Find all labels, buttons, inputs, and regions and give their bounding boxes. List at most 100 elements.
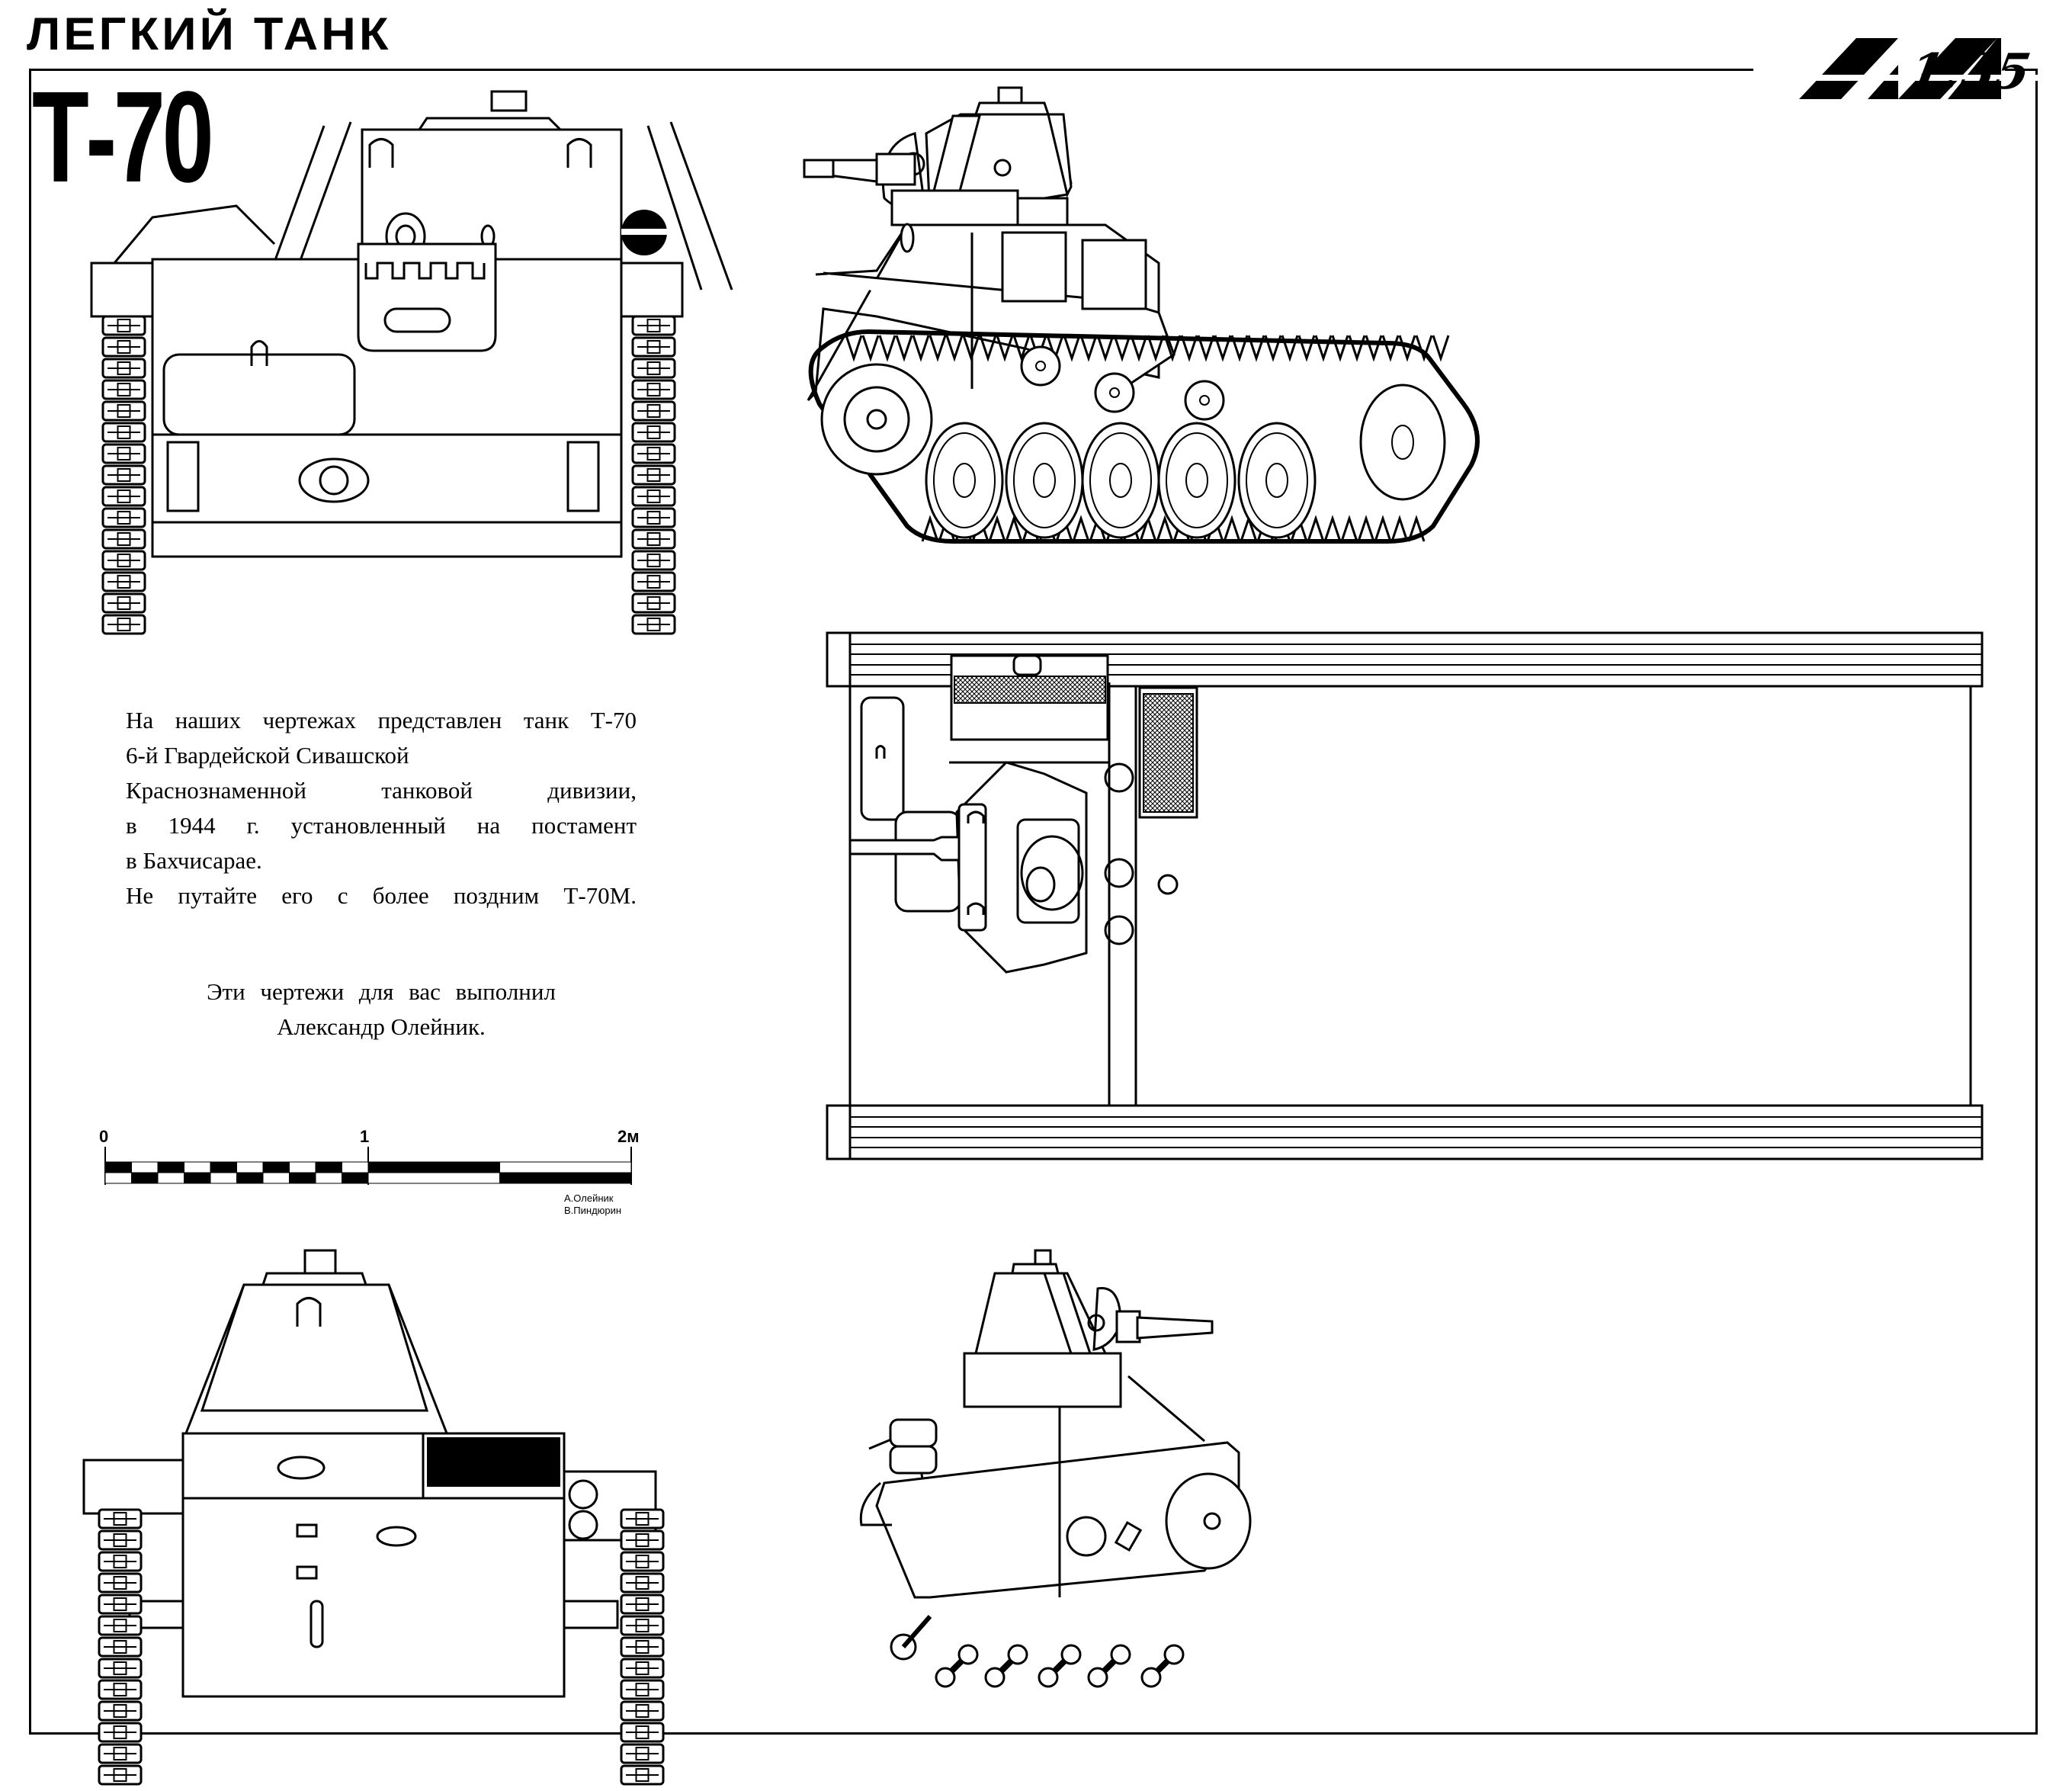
track-tooth xyxy=(1331,335,1349,362)
sprocket-hub xyxy=(866,409,887,430)
idler-wheel xyxy=(1359,384,1446,501)
road-wheel xyxy=(1157,422,1236,539)
track-tooth xyxy=(1012,335,1031,362)
rear-exhaust-right xyxy=(563,1600,619,1629)
rside-sprocket-hub xyxy=(1203,1512,1221,1530)
rside-drive-sprocket-housing xyxy=(1165,1472,1252,1570)
road-wheel xyxy=(1237,422,1317,539)
rear-lower-plate xyxy=(181,1497,566,1698)
hull-inspection-port xyxy=(1104,915,1134,945)
publisher-logo-icon xyxy=(1784,38,2043,99)
road-wheel xyxy=(925,422,1004,539)
commander-hatch xyxy=(1020,835,1084,911)
track-tooth xyxy=(1005,515,1023,542)
return-roller xyxy=(1184,380,1225,421)
track-tooth xyxy=(1297,335,1316,362)
rside-turret xyxy=(963,1249,1214,1408)
track-tooth xyxy=(1247,335,1265,362)
scale-segment xyxy=(131,1172,159,1184)
driver-vision-slot xyxy=(383,307,451,333)
gun-barrel-top xyxy=(848,836,961,862)
scale-segment xyxy=(184,1172,211,1184)
credit-text: Эти чертежи для вас выполнил Александр О… xyxy=(145,974,617,1045)
rear-turret-side xyxy=(181,1284,451,1442)
logo-stroke-2 xyxy=(1868,65,1898,99)
road-wheel-hub xyxy=(1185,463,1208,498)
running-gear xyxy=(808,329,1480,544)
scale-segment xyxy=(289,1172,316,1184)
scale-segment xyxy=(210,1161,237,1173)
track-tooth xyxy=(1072,515,1090,542)
rear-hull xyxy=(82,1432,657,1698)
vision-port-icon xyxy=(993,159,1012,177)
road-wheel-axle xyxy=(1007,1644,1028,1665)
scale-segment xyxy=(342,1172,369,1184)
track-tooth xyxy=(1357,515,1375,542)
rside-glacis-edge xyxy=(1127,1375,1205,1443)
logo-cut xyxy=(1784,75,2043,81)
scale-segment xyxy=(342,1161,369,1173)
left-stowage xyxy=(113,204,276,264)
track-tooth xyxy=(1281,335,1299,362)
lifting-hook-icon xyxy=(967,810,985,823)
rside-inspection-port xyxy=(1066,1516,1107,1557)
scale-bar: 0 1 2м А.Олейник В.Пиндюрин xyxy=(99,1127,648,1226)
right-fender xyxy=(620,262,684,318)
scale-segment xyxy=(315,1172,342,1184)
track-tooth xyxy=(929,335,947,362)
track-tooth xyxy=(1264,335,1282,362)
description-text: На наших чертежах представлен танк Т-70 … xyxy=(126,703,637,913)
scale-segment xyxy=(315,1161,342,1173)
lifting-hook-icon xyxy=(566,138,592,168)
track-tooth xyxy=(1398,335,1416,362)
author-2: В.Пиндюрин xyxy=(564,1205,622,1216)
top-view-drawing xyxy=(826,631,1984,1160)
rside-hull xyxy=(859,1375,1252,1599)
rear-tracks xyxy=(98,1508,665,1786)
track-tooth xyxy=(912,335,930,362)
road-wheel xyxy=(1005,422,1084,539)
model-title: Т-70 xyxy=(32,65,214,210)
logo-stroke-1 xyxy=(1799,38,1898,99)
driver-hatch xyxy=(357,242,497,352)
rside-hull-body xyxy=(875,1441,1240,1599)
track-tooth xyxy=(1230,335,1249,362)
logo-stroke-4 xyxy=(1948,38,2001,99)
front-tracks xyxy=(101,315,676,635)
rear-upper-plate xyxy=(181,1432,425,1500)
track-tooth xyxy=(1415,335,1433,362)
scale-segment xyxy=(367,1161,500,1173)
suspension-pivot xyxy=(1140,1667,1162,1688)
rear-spare-wheel xyxy=(568,1479,598,1510)
scale-segment xyxy=(499,1172,632,1184)
track-tooth xyxy=(1180,335,1198,362)
return-roller xyxy=(1020,345,1061,387)
track-tooth xyxy=(1079,335,1098,362)
rear-filler-cap xyxy=(277,1456,326,1480)
front-fenders xyxy=(90,204,684,318)
lifting-hook-icon xyxy=(368,138,394,168)
track-tooth xyxy=(962,335,980,362)
track-tooth xyxy=(1340,515,1358,542)
credit-line-2: Александр Олейник. xyxy=(277,1013,486,1040)
rside-muffler xyxy=(889,1418,938,1448)
road-wheel xyxy=(1081,422,1160,539)
scale-tick-1: 1 xyxy=(360,1127,370,1146)
track-tooth xyxy=(1307,515,1325,542)
rside-turret-ring xyxy=(963,1352,1122,1408)
turret-ring xyxy=(890,189,1019,226)
track-tooth xyxy=(1156,515,1174,542)
track-tooth xyxy=(1063,335,1081,362)
engine-deck-box xyxy=(1016,197,1069,226)
track-tooth xyxy=(988,515,1006,542)
side-hull xyxy=(807,223,1176,402)
top-track-guard-lower xyxy=(826,1104,1984,1160)
road-wheel-hub xyxy=(1265,463,1288,498)
track-tooth xyxy=(1374,515,1392,542)
drive-sprocket xyxy=(820,363,933,476)
suspension-pivot xyxy=(984,1667,1006,1688)
rside-gun-barrel xyxy=(1136,1316,1214,1340)
top-turret xyxy=(848,761,1088,974)
scale-segment xyxy=(262,1161,290,1173)
lower-guard-front xyxy=(826,1104,852,1160)
